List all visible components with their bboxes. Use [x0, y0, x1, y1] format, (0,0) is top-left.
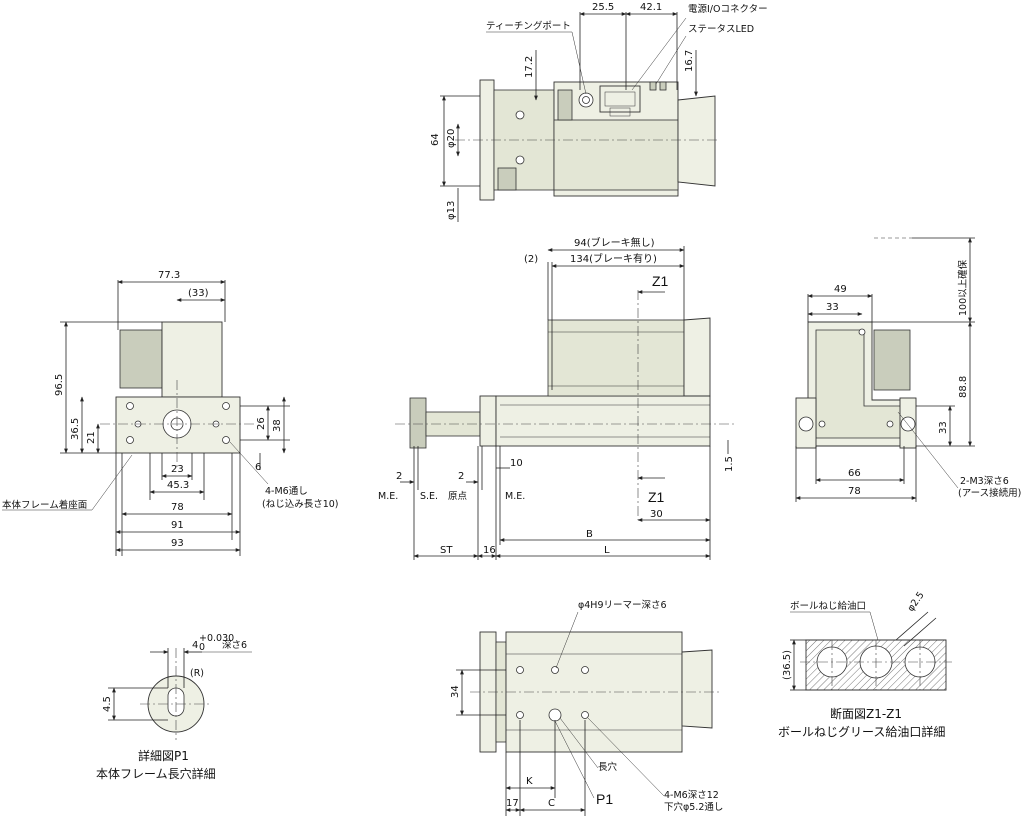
dim-33-top: 33: [826, 302, 839, 313]
dim-2-left: 2: [396, 471, 402, 482]
dim-45-3: 45.3: [167, 480, 189, 491]
dim-78: 78: [171, 502, 184, 513]
dim-21: 21: [86, 431, 97, 444]
section-z1: φ2.5 (36.5) ボールねじ給油口 断面図Z1-Z1 ボールねじグリース給…: [778, 590, 952, 739]
dim-phi2-5: φ2.5: [905, 590, 926, 614]
label-m6: 4-M6深さ12: [664, 790, 719, 801]
caption-p1-desc: 本体フレーム長穴詳細: [96, 766, 216, 781]
power-io-connector: [599, 85, 641, 113]
caption-p1: 詳細図P1: [138, 748, 189, 763]
dim-23: 23: [171, 464, 184, 475]
label-z1-top: Z1: [652, 273, 669, 289]
right-view: 49 33 100以上確保 88.8 33 66 78 2-M3深さ6 (アース…: [795, 237, 1021, 502]
dim-K: K: [526, 776, 533, 787]
left-motor-cover: [161, 321, 223, 398]
top-motor: [677, 95, 716, 187]
tol-lower: 0: [199, 642, 205, 653]
label-m3: 2-M3深さ6: [960, 476, 1009, 487]
dim-L: L: [604, 545, 610, 556]
dim-2-paren: (2): [524, 254, 538, 265]
dim-10: 10: [510, 458, 523, 469]
dim-42-1: 42.1: [640, 2, 662, 13]
detail-p1: 4 +0.030 0 深さ6 (R) 4.5 詳細図P1 本体フレーム長穴詳細: [96, 633, 252, 781]
dim-6: 6: [255, 462, 261, 473]
top-view: 25.5 42.1 17.2 16.7 64 φ20 φ13 ティーチングポート…: [430, 2, 768, 222]
dim-25-5: 25.5: [592, 2, 614, 13]
dim-91: 91: [171, 520, 184, 531]
dim-B: B: [586, 529, 593, 540]
front-view: 94(ブレーキ無し) 134(ブレーキ有り) (2) Z1 Z1 2 2 10 …: [378, 236, 735, 560]
dim-16-7: 16.7: [684, 50, 695, 72]
label-status-led: ステータスLED: [688, 24, 754, 35]
dim-16: 16: [483, 545, 496, 556]
label-oil-port: ボールねじ給油口: [790, 600, 866, 612]
label-z1-bottom: Z1: [648, 489, 665, 505]
top-connector-left: [557, 89, 573, 121]
p1-hole: [548, 708, 562, 722]
label-origin: 原点: [448, 491, 468, 502]
dim-phi20: φ20: [446, 129, 457, 148]
dim-78-right: 78: [848, 486, 861, 497]
dim-C: C: [548, 798, 555, 809]
label-me-right: M.E.: [505, 491, 525, 502]
dim-38: 38: [272, 419, 283, 432]
dim-ST: ST: [440, 545, 453, 556]
bottom-view: 34 K 17 C φ4H9リーマー深さ6 長穴 P1 4-M6深さ12 下穴φ…: [450, 600, 723, 816]
dim-96-5: 96.5: [54, 374, 65, 396]
dim-26: 26: [256, 417, 267, 430]
label-long-hole: 長穴: [598, 761, 618, 773]
front-motor: [547, 319, 685, 397]
dim-depth6: 深さ6: [222, 640, 247, 651]
dim-2-right: 2: [458, 471, 464, 482]
dim-64: 64: [430, 133, 441, 146]
status-led-icon: [649, 81, 657, 91]
label-power-io: 電源I/Oコネクター: [688, 4, 768, 15]
label-p1: P1: [596, 791, 613, 807]
label-reamer: φ4H9リーマー深さ6: [578, 600, 667, 611]
dim-93: 93: [171, 538, 184, 549]
dim-88-8: 88.8: [958, 376, 969, 398]
label-pilot-hole: 下穴φ5.2通し: [664, 801, 723, 813]
front-actuator-body: [495, 395, 711, 447]
dim-4: 4: [192, 640, 198, 651]
dim-r: (R): [190, 668, 204, 679]
dim-phi13: φ13: [446, 201, 457, 220]
dim-30: 30: [650, 509, 663, 520]
dim-66: 66: [848, 468, 861, 479]
dim-33: (33): [188, 288, 209, 299]
dim-4-5: 4.5: [102, 696, 113, 712]
dim-17-2: 17.2: [524, 56, 535, 78]
label-thread-a: 4-M6通し: [265, 486, 308, 497]
label-mount-face: 本体フレーム着座面: [2, 499, 87, 511]
dim-94: 94(ブレーキ無し): [574, 236, 655, 249]
dim-36-5: 36.5: [70, 418, 81, 440]
dim-134: 134(ブレーキ有り): [570, 252, 657, 265]
caption-section: 断面図Z1-Z1: [830, 706, 902, 721]
dim-34: 34: [450, 685, 461, 698]
label-thread-b: (ねじ込み長さ10): [262, 499, 339, 510]
left-view: 77.3 (33) 96.5 36.5 21 26 38 6 23 45.3 7…: [2, 270, 339, 556]
label-teaching-port: ティーチングポート: [486, 20, 571, 32]
dim-36-5-section: (36.5): [782, 650, 793, 680]
caption-section-desc: ボールねじグリース給油口詳細: [778, 724, 945, 739]
dim-33-side: 33: [938, 421, 949, 434]
dim-100: 100以上確保: [957, 259, 969, 316]
front-rod-end: [409, 397, 427, 449]
label-se: S.E.: [420, 491, 438, 502]
dim-1-5: 1.5: [724, 456, 735, 472]
dim-77-3: 77.3: [158, 270, 180, 281]
label-me-left: M.E.: [378, 491, 398, 502]
dim-49: 49: [834, 284, 847, 295]
label-earth: (アース接続用): [958, 487, 1021, 499]
tol-upper: +0.030: [199, 633, 234, 644]
dim-17: 17: [506, 798, 519, 809]
